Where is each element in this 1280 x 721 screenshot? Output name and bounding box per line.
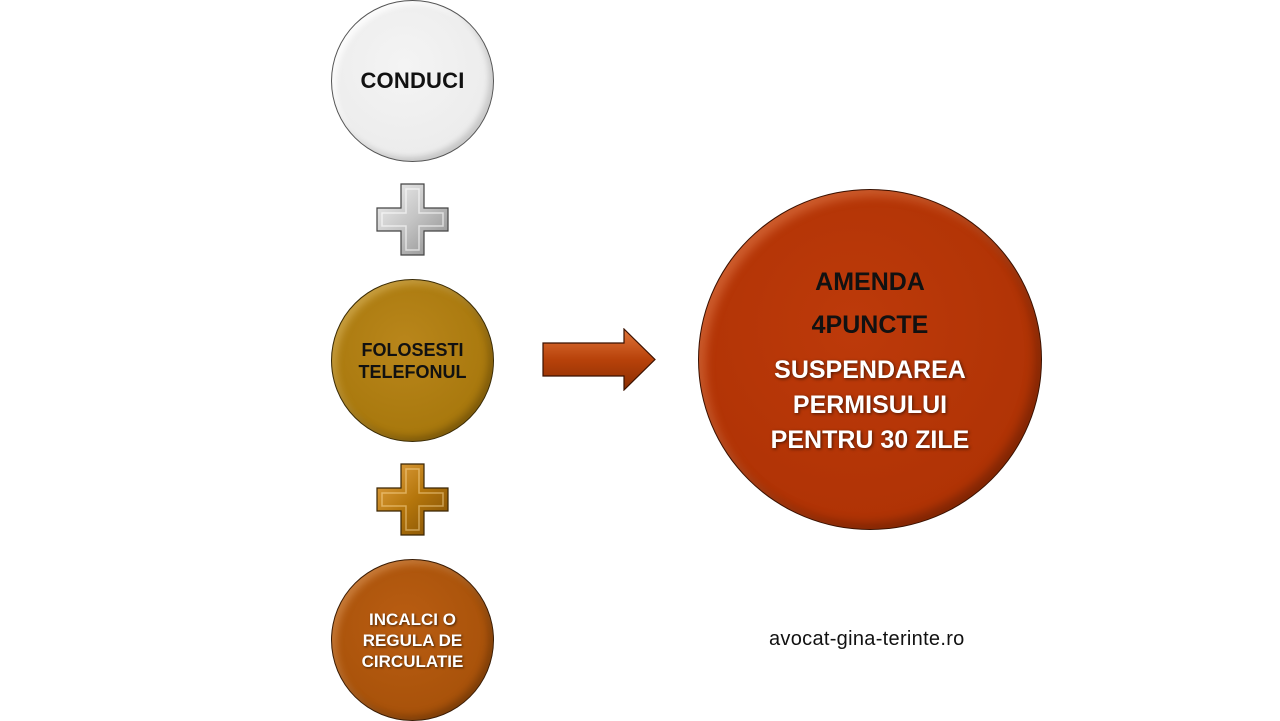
node-conduci-label: CONDUCI (360, 68, 465, 93)
result-circle: AMENDA 4PUNCTE SUSPENDAREA PERMISULUI PE… (698, 189, 1042, 530)
node-rule-line2: REGULA DE (362, 630, 463, 650)
result-line5: PENTRU 30 ZILE (770, 426, 970, 454)
node-incalci-regula: INCALCI O REGULA DE CIRCULATIE (331, 559, 494, 721)
plus-icon (376, 183, 449, 256)
result-line3: SUSPENDAREA (774, 356, 966, 384)
website-label: avocat-gina-terinte.ro (769, 628, 965, 650)
node-folosesti-telefonul: FOLOSESTI TELEFONUL (331, 279, 494, 442)
node-rule-line1: INCALCI O (369, 609, 456, 629)
result-line4: PERMISULUI (792, 391, 948, 419)
right-arrow-icon (542, 328, 656, 391)
node-conduci: CONDUCI (331, 0, 494, 162)
result-amenda: AMENDA (815, 268, 925, 296)
node-phone-line1: FOLOSESTI (361, 339, 464, 360)
result-suspendare: SUSPENDAREA PERMISULUI PENTRU 30 ZILE (771, 353, 970, 458)
result-puncte: 4PUNCTE (811, 311, 929, 339)
node-rule-line3: CIRCULATIE (361, 651, 464, 671)
node-phone-line2: TELEFONUL (358, 361, 467, 382)
plus-icon (376, 463, 449, 536)
